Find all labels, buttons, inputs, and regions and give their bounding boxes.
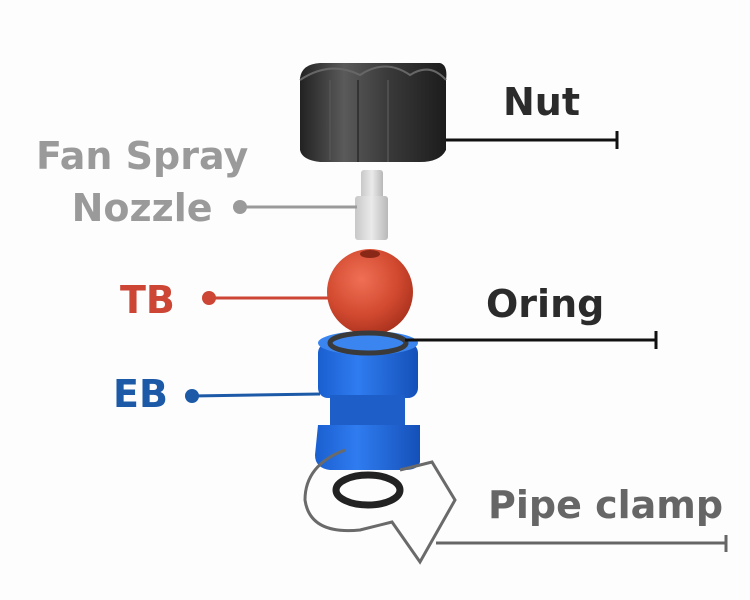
pipe-clamp-part	[303, 448, 457, 565]
tb-ball-part	[327, 249, 413, 335]
fan-spray-nozzle-part	[355, 170, 388, 240]
label-fan-line2: Nozzle	[71, 186, 213, 230]
label-nut: Nut	[503, 80, 581, 124]
oring-part	[327, 330, 409, 356]
label-tb: TB	[120, 278, 175, 322]
label-oring: Oring	[486, 282, 605, 326]
label-fan-line1: Fan Spray	[36, 134, 249, 178]
bottom-oring-part	[332, 471, 404, 509]
eb-leader-line	[191, 392, 321, 398]
label-pipe-clamp: Pipe clamp	[488, 483, 724, 527]
label-fan-spray-nozzle: Fan Spray Nozzle	[36, 130, 248, 234]
label-eb: EB	[113, 372, 168, 416]
nut-part	[299, 63, 447, 162]
